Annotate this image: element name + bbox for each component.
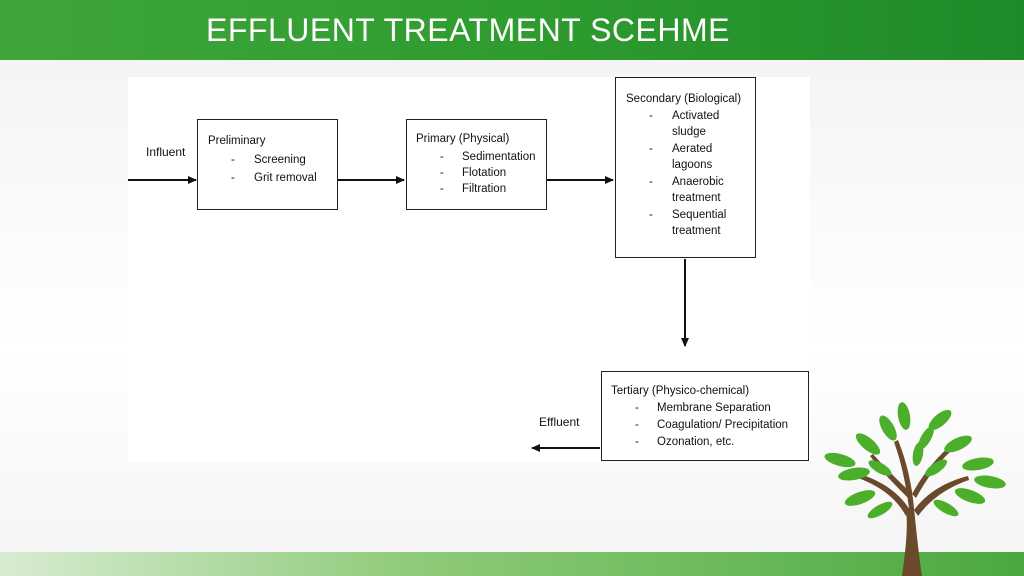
tertiary-item: Membrane Separation <box>657 402 771 414</box>
secondary-title: Secondary (Biological) <box>626 93 742 105</box>
tertiary-item: Coagulation/ Precipitation <box>657 419 789 431</box>
bullet-dash: - <box>635 402 639 414</box>
primary-item: Sedimentation <box>462 151 536 163</box>
bullet-dash: - <box>440 167 444 179</box>
influent-label: Influent <box>146 145 186 159</box>
primary-box: Primary (Physical) - Sedimentation - Flo… <box>406 119 547 210</box>
primary-item: Flotation <box>462 167 507 179</box>
secondary-item: Activated <box>672 110 720 122</box>
secondary-item: Sequential <box>672 209 727 221</box>
tertiary-item: Ozonation, etc. <box>657 436 735 448</box>
bullet-dash: - <box>649 176 653 188</box>
preliminary-item: Screening <box>254 154 306 166</box>
secondary-item: Anaerobic <box>672 176 724 188</box>
bullet-dash: - <box>440 183 444 195</box>
secondary-item: treatment <box>672 192 721 204</box>
bullet-dash: - <box>231 172 235 184</box>
tertiary-title: Tertiary (Physico-chemical) <box>611 385 750 397</box>
tree-icon <box>824 402 1006 576</box>
secondary-item: lagoons <box>672 159 713 171</box>
bullet-dash: - <box>635 419 639 431</box>
bullet-dash: - <box>231 154 235 166</box>
bullet-dash: - <box>635 436 639 448</box>
bullet-dash: - <box>440 151 444 163</box>
bullet-dash: - <box>649 209 653 221</box>
primary-title: Primary (Physical) <box>416 133 510 145</box>
secondary-item: sludge <box>672 126 706 138</box>
bullet-dash: - <box>649 143 653 155</box>
title-bar: EFFLUENT TREATMENT SCEHME <box>0 0 1024 60</box>
bullet-dash: - <box>649 110 653 122</box>
bottom-bar <box>0 552 1024 576</box>
effluent-label: Effluent <box>539 415 580 429</box>
secondary-item: Aerated <box>672 143 713 155</box>
secondary-item: treatment <box>672 225 721 237</box>
tertiary-box: Tertiary (Physico-chemical) - Membrane S… <box>601 371 809 461</box>
preliminary-title: Preliminary <box>208 135 266 147</box>
primary-item: Filtration <box>462 183 507 195</box>
preliminary-item: Grit removal <box>254 172 317 184</box>
preliminary-box: Preliminary - Screening - Grit removal <box>197 119 338 210</box>
secondary-box: Secondary (Biological) - Activated sludg… <box>615 77 756 258</box>
slide-title: EFFLUENT TREATMENT SCEHME <box>206 12 730 48</box>
